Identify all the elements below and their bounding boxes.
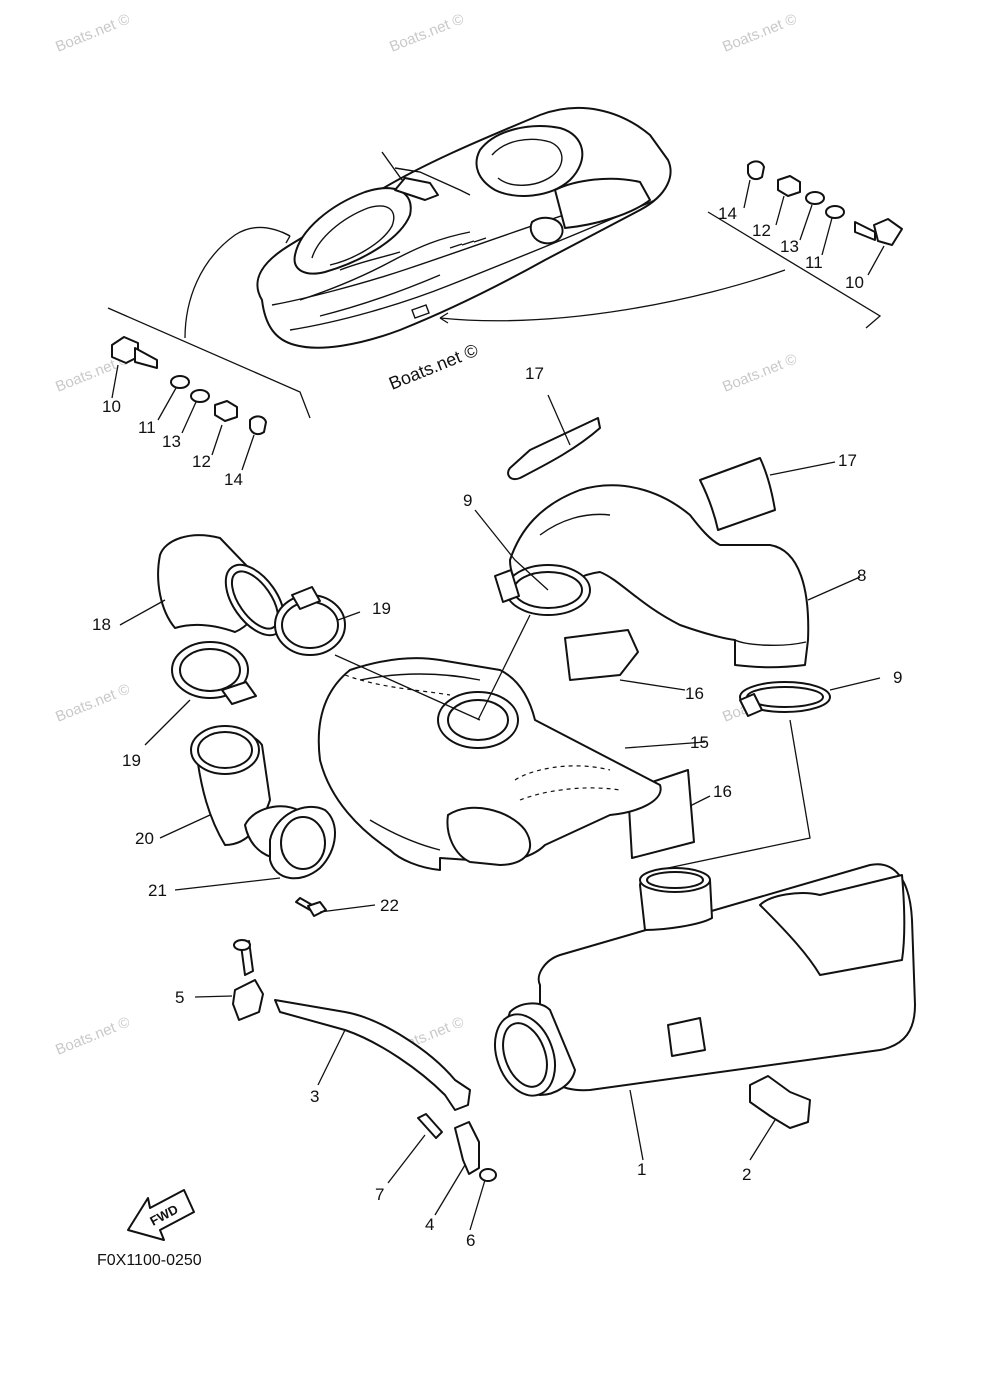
callout-13-right: 13: [780, 237, 799, 256]
callout-8: 8: [857, 566, 866, 585]
callout-9-right: 9: [893, 668, 902, 687]
callout-7: 7: [375, 1185, 384, 1204]
drawing-code: F0X1100-0250: [97, 1252, 202, 1269]
callout-13-left: 13: [162, 432, 181, 451]
protective-pads: [564, 629, 695, 859]
callout-19-top: 19: [372, 599, 391, 618]
forward-direction-arrow: FWD: [127, 1189, 195, 1241]
callout-15: 15: [690, 733, 709, 752]
strap: [274, 999, 471, 1111]
callout-12-right: 12: [752, 221, 771, 240]
callout-14-left: 14: [224, 470, 243, 489]
exhaust-hose: [509, 484, 810, 669]
watermark: Boats.net ©: [53, 1013, 132, 1058]
callout-17-right: 17: [838, 451, 857, 470]
callout-21: 21: [148, 881, 167, 900]
callout-10-left: 10: [102, 397, 121, 416]
watercraft-illustration: [107, 106, 882, 419]
fittings: [232, 939, 497, 1182]
brand-label: Boats.net ©: [386, 340, 481, 394]
callout-20: 20: [135, 829, 154, 848]
muffler: [494, 863, 916, 1097]
watermark: Boats.net ©: [720, 10, 799, 55]
callout-11-left: 11: [138, 418, 156, 437]
rubber-seals: [507, 417, 776, 531]
watermark: Boats.net ©: [720, 350, 799, 395]
leader-lines: [119, 394, 881, 1231]
callout-1: 1: [637, 1160, 646, 1179]
callout-3: 3: [310, 1087, 319, 1106]
water-lock: [317, 657, 662, 871]
elbow-pipe: [157, 534, 286, 637]
callout-17-top: 17: [525, 364, 544, 383]
callout-6: 6: [466, 1231, 475, 1250]
callout-5: 5: [175, 988, 184, 1007]
callout-16-right: 16: [713, 782, 732, 801]
callout-numbers: 10 11 13 12 14 14 12 13 11 10 17 17 9 8 …: [92, 204, 902, 1250]
watermark: Boats.net ©: [53, 680, 132, 725]
bolt-22: [295, 897, 327, 917]
callout-18: 18: [92, 615, 111, 634]
watermark: Boats.net ©: [387, 10, 466, 55]
callout-2: 2: [742, 1165, 751, 1184]
callout-19-left: 19: [122, 751, 141, 770]
drain-plug-set-right: [743, 160, 903, 276]
muffler-bracket: [749, 1075, 811, 1129]
callout-9-top: 9: [463, 491, 472, 510]
callout-16-top: 16: [685, 684, 704, 703]
gasket: [269, 805, 337, 880]
callout-22: 22: [380, 896, 399, 915]
drain-plug-set-left: [111, 336, 267, 471]
callout-14-right: 14: [718, 204, 737, 223]
callout-11-right: 11: [805, 253, 823, 272]
callout-10-right: 10: [845, 273, 864, 292]
large-hose-clamps: [171, 586, 346, 705]
callout-4: 4: [425, 1215, 434, 1234]
watermark: Boats.net ©: [53, 10, 132, 55]
callout-12-left: 12: [192, 452, 211, 471]
